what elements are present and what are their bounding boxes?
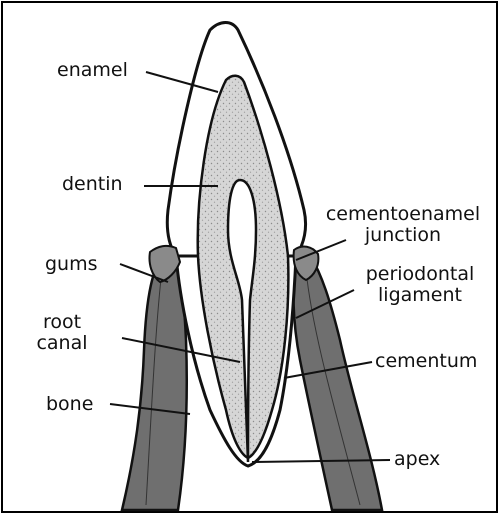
label-periodontal-ligament: periodontal ligament xyxy=(350,264,490,306)
label-root-canal-line2: canal xyxy=(28,333,96,354)
label-root-canal: root canal xyxy=(28,312,96,354)
label-cementoenamel-line1: cementoenamel xyxy=(308,204,498,225)
left-bone xyxy=(122,250,187,510)
label-cementoenamel-junction: cementoenamel junction xyxy=(308,204,498,246)
label-periodontal-line2: ligament xyxy=(350,285,490,306)
label-periodontal-line1: periodontal xyxy=(350,264,490,285)
label-gums: gums xyxy=(45,254,98,275)
label-cementum: cementum xyxy=(375,351,477,372)
label-root-canal-line1: root xyxy=(28,312,96,333)
label-apex: apex xyxy=(394,449,440,470)
label-dentin: dentin xyxy=(62,174,123,195)
label-cementoenamel-line2: junction xyxy=(308,225,498,246)
label-bone: bone xyxy=(46,394,93,415)
label-enamel: enamel xyxy=(57,60,128,81)
